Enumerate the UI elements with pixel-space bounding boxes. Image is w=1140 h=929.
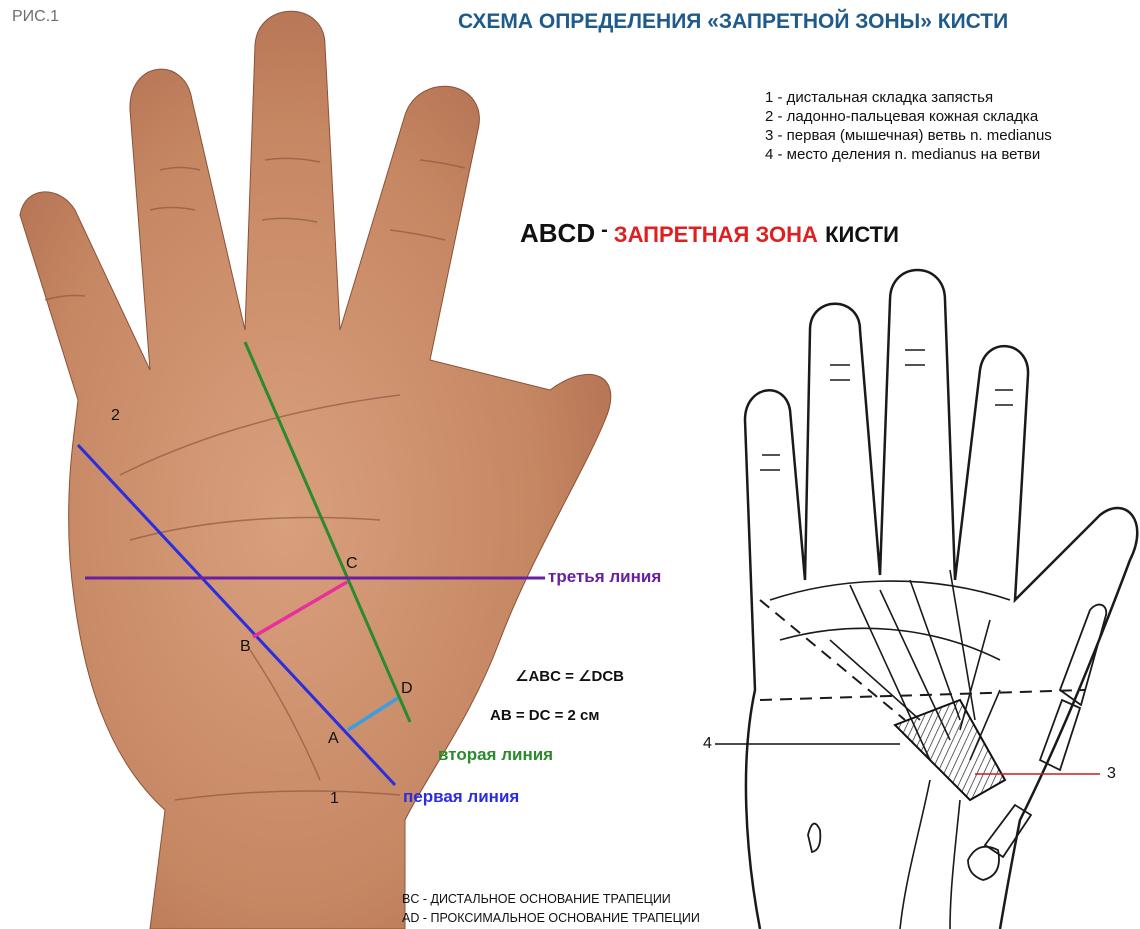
length-equation: AB = DC = 2 см	[490, 707, 599, 724]
legend-item-1: 1 - дистальная складка запястья	[765, 88, 993, 107]
legend-item-2: 2 - ладонно-пальцевая кожная складка	[765, 107, 1038, 126]
third-line-label: третья линия	[548, 567, 661, 587]
zone-letters: ABCD	[520, 218, 595, 248]
zone-red-text: ЗАПРЕТНАЯ ЗОНА	[614, 222, 818, 247]
point-b-label: B	[240, 638, 251, 656]
diagram-title: СХЕМА ОПРЕДЕЛЕНИЯ «ЗАПРЕТНОЙ ЗОНЫ» КИСТИ	[458, 10, 1008, 34]
first-line-label: первая линия	[403, 787, 519, 807]
zone-dash: -	[601, 219, 608, 241]
angle-equation: ∠ABC = ∠DCB	[515, 667, 624, 685]
marker-1: 1	[330, 790, 339, 808]
marker-3: 3	[1107, 765, 1116, 783]
hand-photo	[20, 11, 611, 929]
footnote-bc: BC - ДИСТАЛЬНОЕ ОСНОВАНИЕ ТРАПЕЦИИ	[402, 892, 671, 906]
hand-drawing	[745, 270, 1137, 929]
point-c-label: C	[346, 555, 358, 573]
footnote-ad: AD - ПРОКСИМАЛЬНОЕ ОСНОВАНИЕ ТРАПЕЦИИ	[402, 911, 700, 925]
marker-4: 4	[703, 735, 712, 753]
second-line-label: вторая линия	[438, 745, 553, 765]
figure-label: РИС.1	[12, 8, 59, 26]
point-d-label: D	[401, 680, 413, 698]
point-a-label: A	[328, 730, 339, 748]
zone-black-text: КИСТИ	[825, 222, 899, 247]
marker-2: 2	[111, 407, 120, 425]
zone-heading: ABCD-ЗАПРЕТНАЯ ЗОНА КИСТИ	[520, 218, 899, 249]
legend-item-4: 4 - место деления n. medianus на ветви	[765, 145, 1040, 164]
legend-item-3: 3 - первая (мышечная) ветвь n. medianus	[765, 126, 1052, 145]
